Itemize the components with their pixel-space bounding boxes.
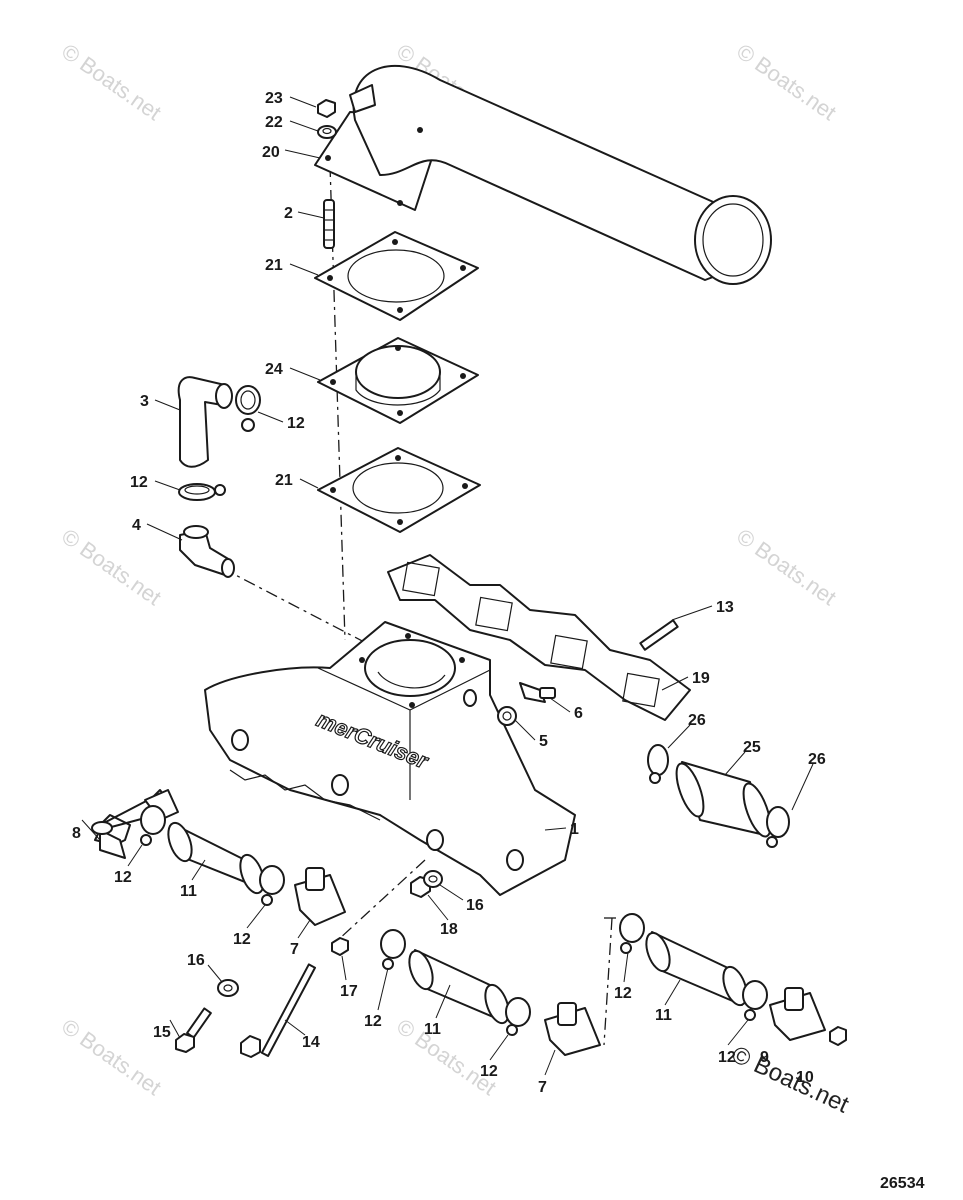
spacer-plate: [317, 337, 479, 424]
stud: [639, 619, 679, 651]
callout-label: 5: [539, 733, 548, 750]
elbow-fitting: [91, 789, 179, 859]
hose: [645, 931, 748, 1007]
hose-clamp: [505, 997, 531, 1036]
callout-label: 12: [114, 869, 132, 886]
hose: [675, 761, 772, 838]
plug: [829, 1026, 847, 1046]
nut: [317, 99, 336, 118]
callout-label: 12: [287, 415, 305, 432]
plug: [497, 706, 517, 726]
washer: [217, 979, 239, 997]
callout-label: 18: [440, 921, 458, 938]
callout-label: 2: [284, 205, 293, 222]
watermark: © Boats.net: [732, 39, 841, 126]
exhaust-elbow: [314, 64, 772, 285]
callout-label: 21: [265, 257, 283, 274]
hose-clamp: [178, 483, 226, 501]
callout-label: 26: [808, 751, 826, 768]
callout-label: 8: [72, 825, 81, 842]
callout-label: 20: [262, 144, 280, 161]
callout-label: 11: [655, 1007, 672, 1024]
callout-label: 25: [743, 739, 761, 756]
callout-label: 6: [574, 705, 583, 722]
watermark: © Boats.net: [727, 1041, 853, 1119]
callout-label: 12: [233, 931, 251, 948]
callout-label: 12: [614, 985, 632, 1002]
callout-label: 16: [187, 952, 205, 969]
hose: [167, 821, 265, 895]
callout-labels: 23 22 20 2 21 24 3 12 12 21 4 13 19 6 5 …: [72, 90, 826, 1096]
hose-clamp: [140, 805, 166, 846]
bolt: [175, 1007, 212, 1053]
callout-label: 14: [302, 1034, 320, 1051]
callout-label: 7: [290, 941, 299, 958]
watermark: © Boats.net: [57, 39, 166, 126]
callout-label: 7: [538, 1079, 547, 1096]
tee-fitting: [544, 1002, 601, 1056]
callout-label: 10: [796, 1069, 814, 1086]
callout-label: 12: [130, 474, 148, 491]
hose-clamp: [235, 385, 261, 432]
callout-label: 26: [688, 712, 706, 729]
exhaust-manifold: merCruiser: [204, 621, 576, 896]
gasket-lower: [317, 447, 481, 533]
callout-label: 17: [340, 983, 358, 1000]
callout-label: 11: [424, 1021, 441, 1038]
callout-label: 12: [480, 1063, 498, 1080]
callout-label: 12: [364, 1013, 382, 1030]
hose-clamp: [742, 980, 768, 1021]
callout-label: 9: [760, 1049, 769, 1066]
callout-label: 21: [275, 472, 293, 489]
washer: [317, 125, 337, 139]
gasket-upper: [314, 231, 479, 321]
callout-label: 3: [140, 393, 149, 410]
drawing-number: 26534: [880, 1175, 925, 1192]
hose-clamp: [259, 865, 285, 906]
callout-label: 19: [692, 670, 710, 687]
hose: [408, 949, 510, 1025]
elbow-hose: [177, 376, 233, 468]
watermark: © Boats.net: [57, 524, 166, 611]
long-bolt: [240, 963, 317, 1058]
callout-label: 22: [265, 114, 283, 131]
watermark: © Boats.net: [732, 524, 841, 611]
tee-fitting: [294, 867, 346, 926]
hose-barb-fitting: [519, 682, 556, 703]
callout-label: 11: [180, 883, 197, 900]
washer: [423, 870, 443, 888]
tee-fitting: [769, 987, 826, 1041]
callout-label: 1: [570, 821, 579, 838]
callout-label: 4: [132, 517, 141, 534]
watermark: © Boats.net: [392, 1014, 501, 1101]
stud: [323, 199, 335, 249]
callout-label: 12: [718, 1049, 736, 1066]
watermark: © Boats.net: [57, 1014, 166, 1101]
callout-label: 13: [716, 599, 734, 616]
callout-label: 23: [265, 90, 283, 107]
hose-clamp: [647, 744, 669, 784]
nut: [331, 937, 349, 956]
callout-label: 15: [153, 1024, 171, 1041]
callout-label: 24: [265, 361, 283, 378]
callout-label: 16: [466, 897, 484, 914]
tee-fitting: [179, 525, 235, 578]
hose-clamp: [619, 913, 645, 954]
hose-clamp: [380, 929, 406, 970]
leader-lines: [81, 96, 814, 1076]
hose-clamp: [766, 806, 790, 848]
manifold-gasket: [387, 554, 691, 721]
